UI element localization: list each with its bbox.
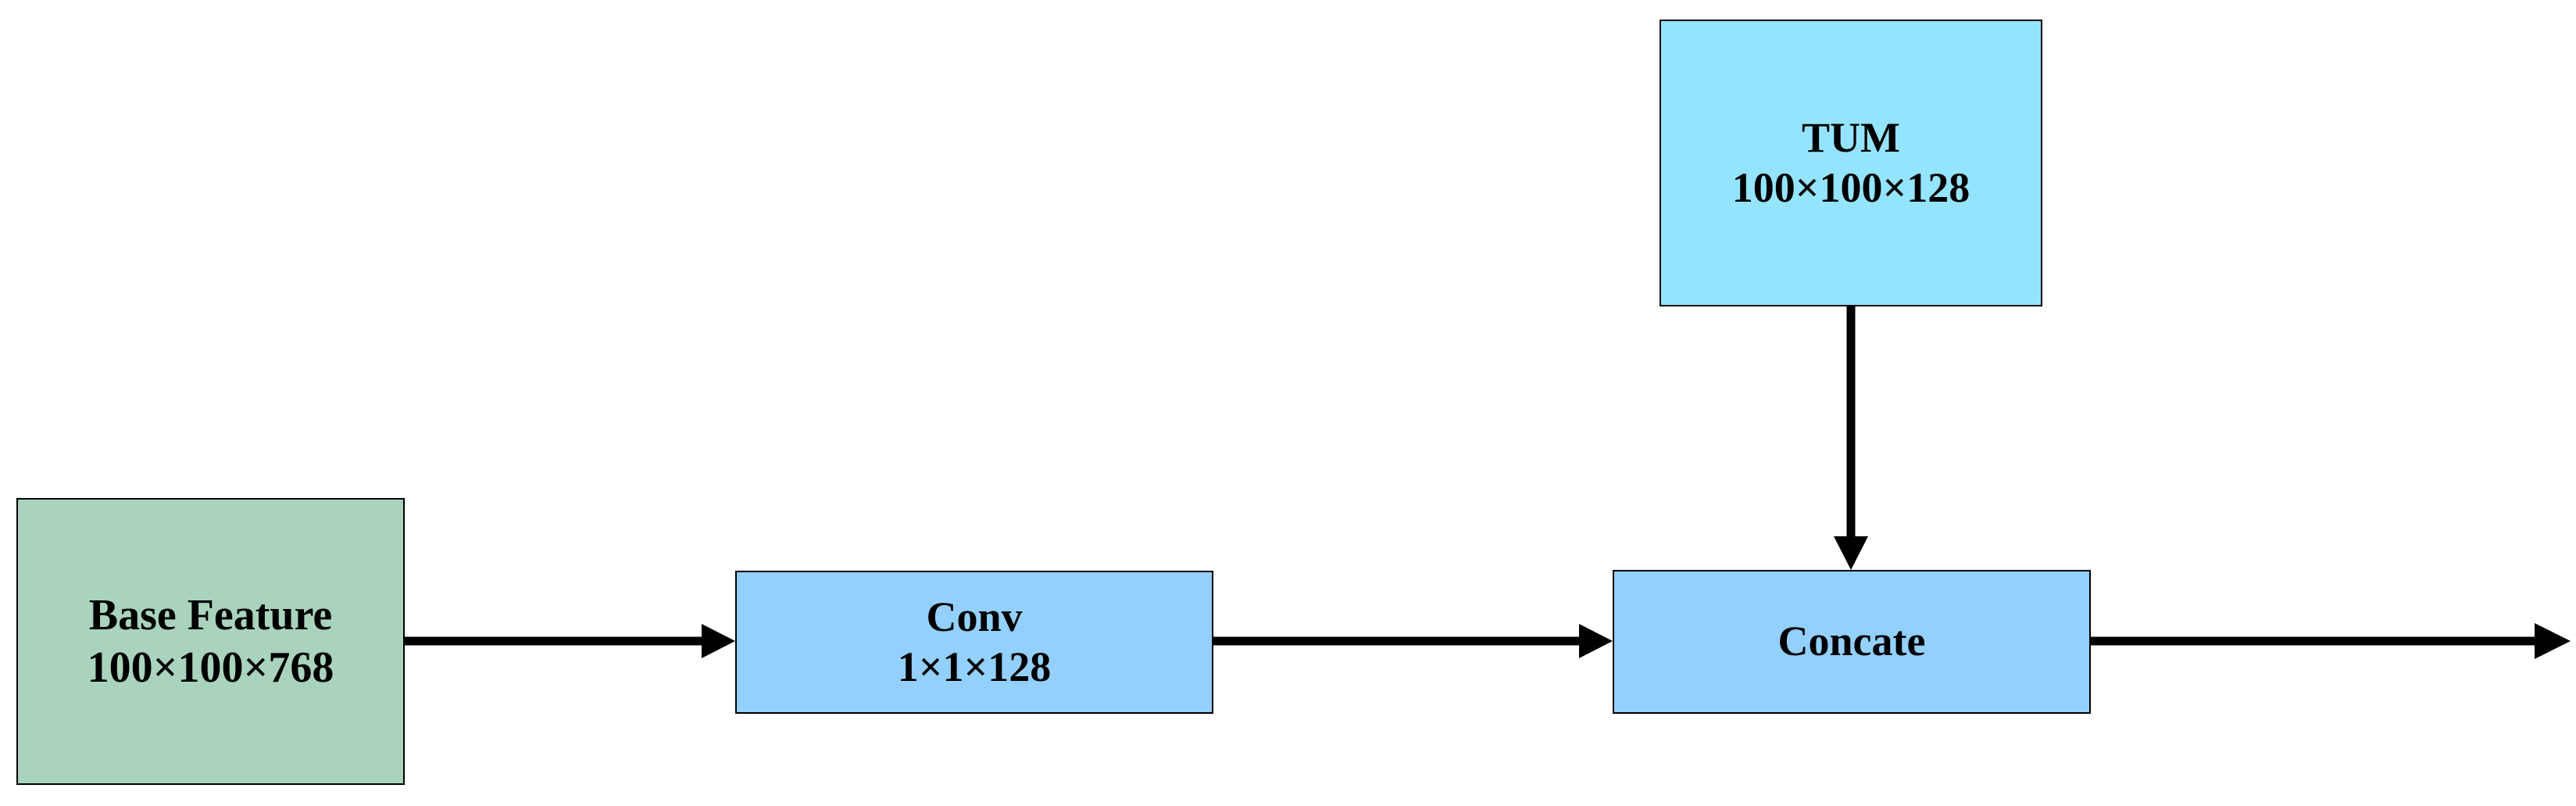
- node-tum-title: TUM: [1802, 113, 1900, 161]
- node-conv-shape: 1×1×128: [897, 643, 1052, 690]
- node-conv[interactable]: Conv 1×1×128: [735, 571, 1213, 714]
- node-base-feature-shape: 100×100×768: [87, 643, 334, 692]
- edge-tum-to-concate: [1834, 306, 1868, 570]
- node-tum[interactable]: TUM 100×100×128: [1660, 20, 2042, 306]
- edge-conv-to-concate: [1213, 624, 1613, 658]
- node-base-feature-title: Base Feature: [88, 591, 333, 640]
- node-tum-shape: 100×100×128: [1731, 163, 1970, 211]
- node-conv-title: Conv: [926, 593, 1023, 640]
- edge-base-feature-to-conv: [405, 624, 735, 658]
- edge-concate-to-output: [2091, 623, 2571, 659]
- node-concate[interactable]: Concate: [1613, 570, 2091, 714]
- node-base-feature[interactable]: Base Feature 100×100×768: [16, 498, 405, 785]
- node-concate-title: Concate: [1777, 618, 1926, 665]
